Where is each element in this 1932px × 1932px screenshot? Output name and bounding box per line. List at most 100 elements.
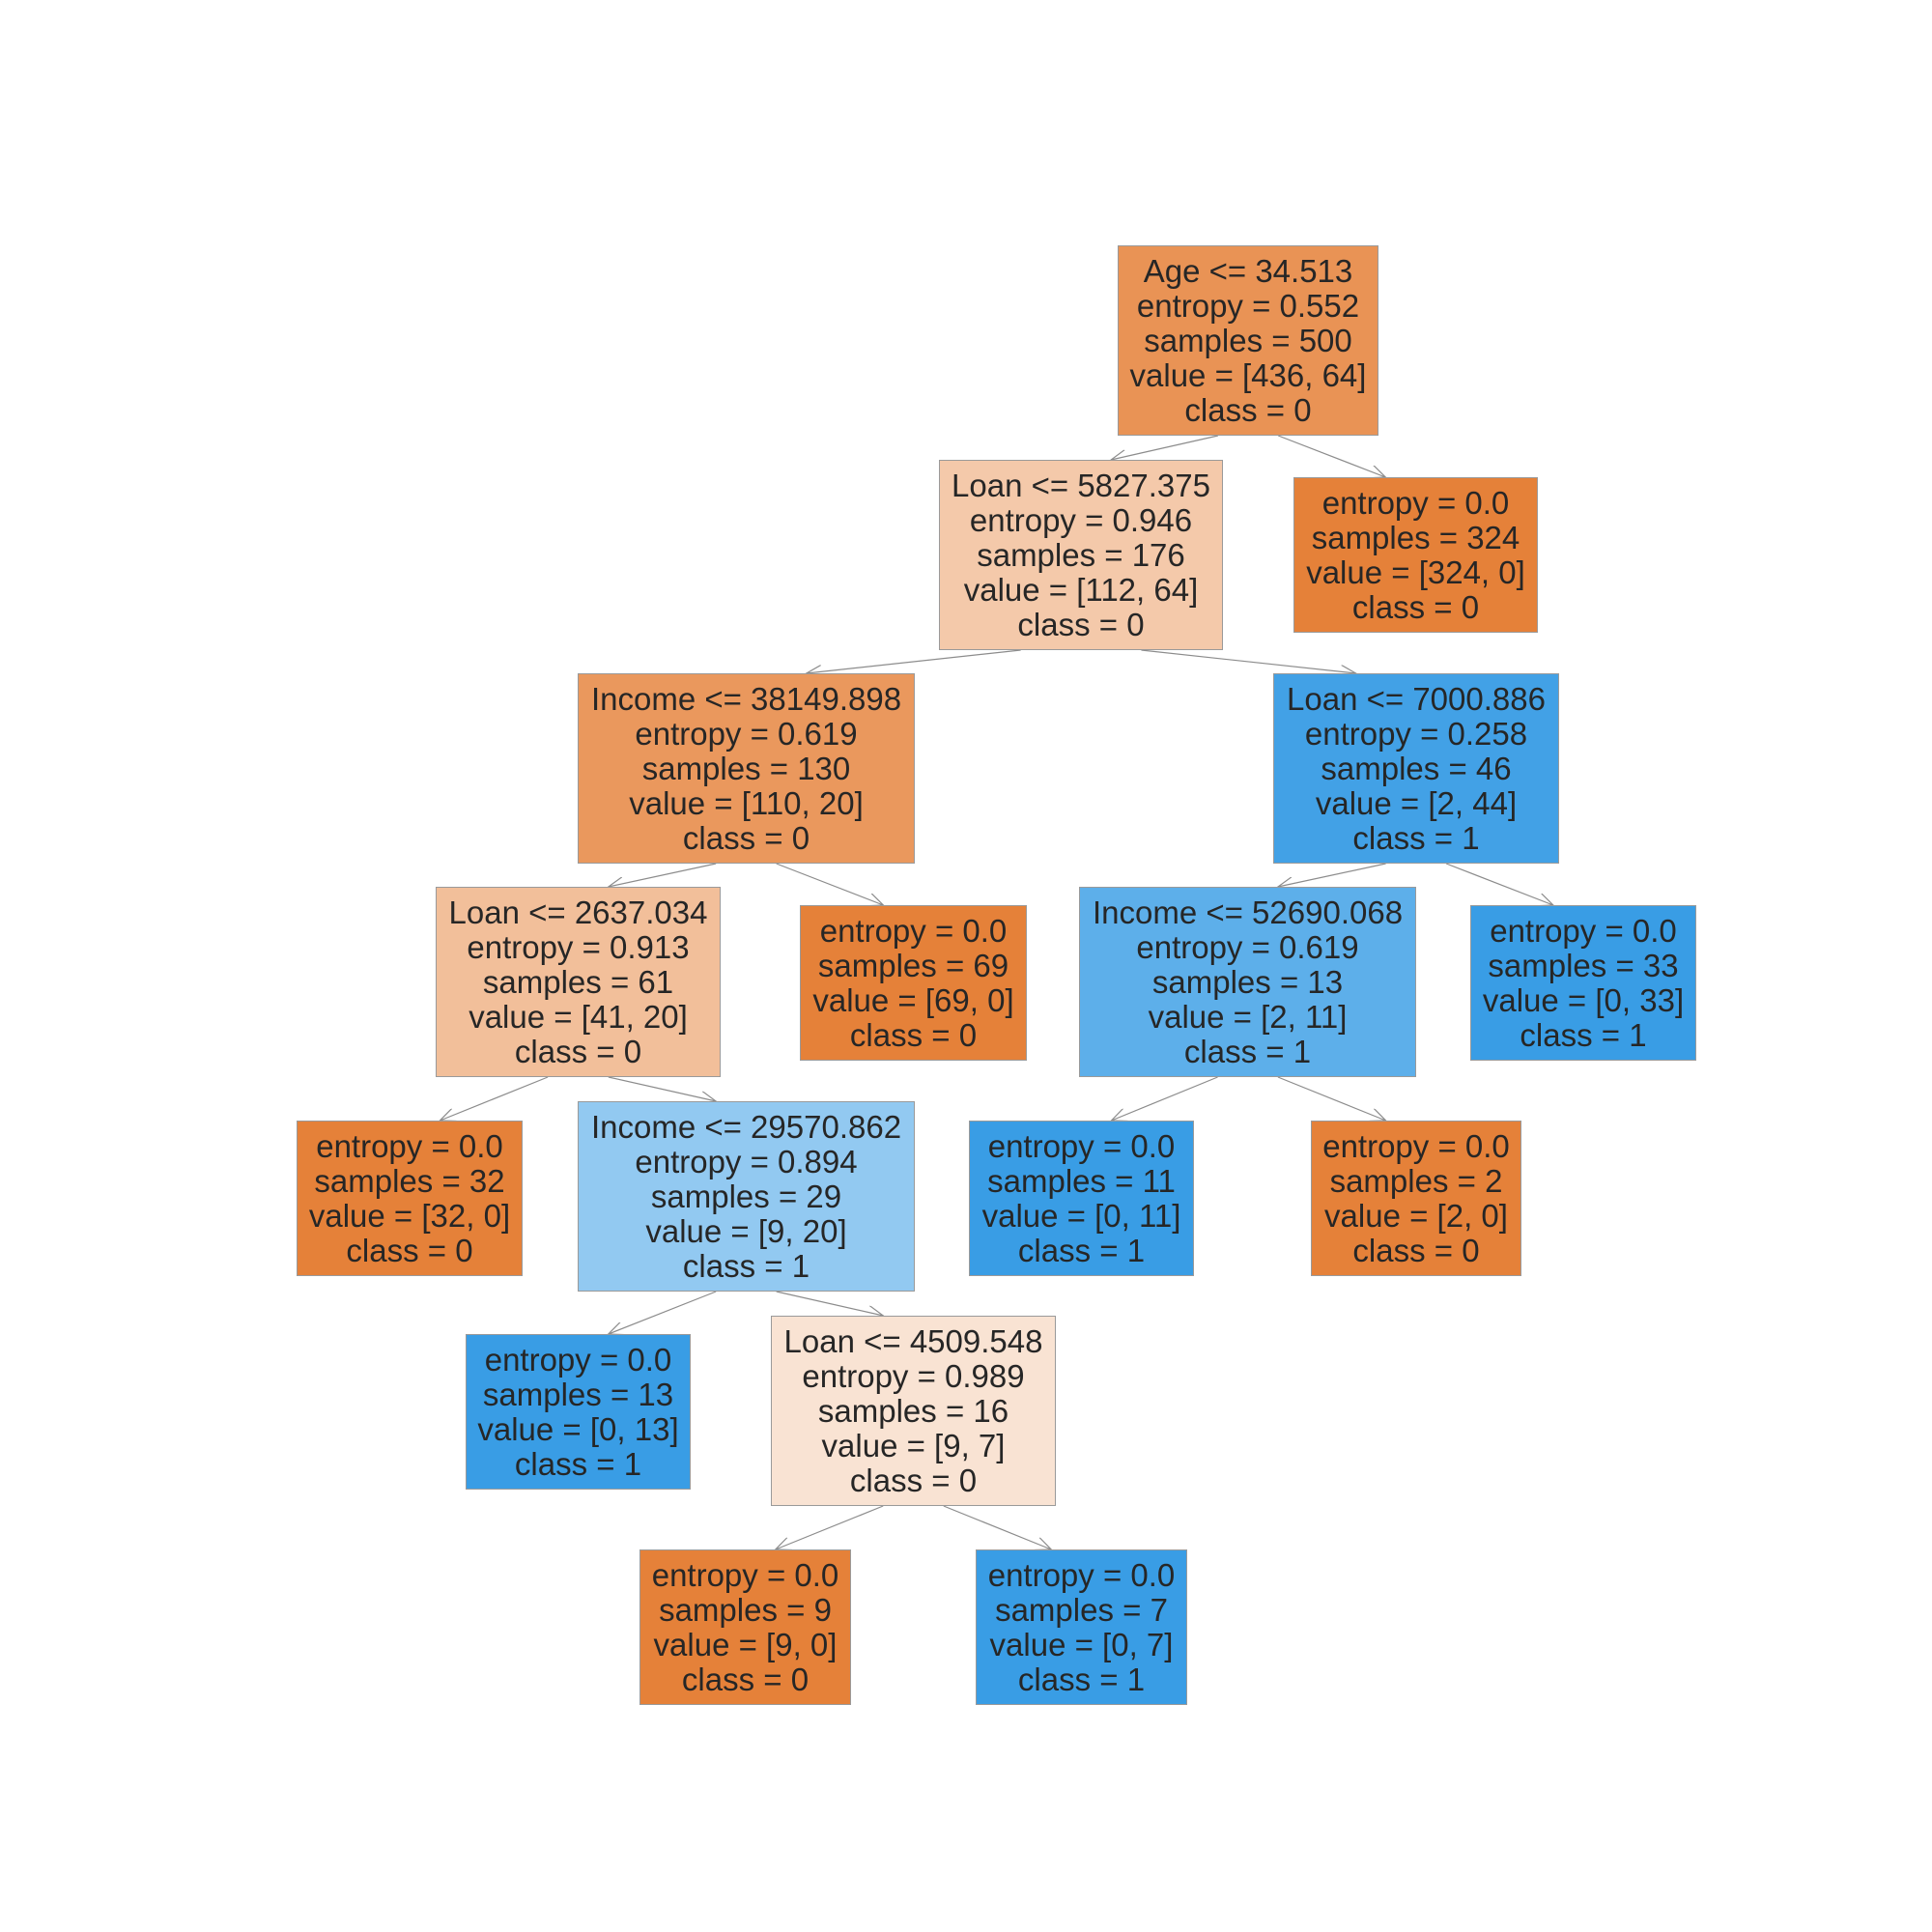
node-text-line: Loan <= 7000.886	[1287, 680, 1546, 717]
node-text-line: class = 1	[682, 1247, 810, 1284]
node-text-line: samples = 16	[817, 1392, 1009, 1429]
node-text-line: class = 0	[849, 1462, 978, 1498]
node-text-line: class = 1	[1183, 1033, 1312, 1069]
node-text-line: entropy = 0.0	[987, 1127, 1176, 1164]
node-text-line: samples = 11	[987, 1162, 1176, 1199]
edge-n10-n13	[609, 1291, 717, 1334]
node-text-line: class = 0	[682, 819, 810, 856]
node-text-line: Loan <= 4509.548	[783, 1322, 1043, 1359]
node-text-line: value = [2, 0]	[1324, 1197, 1508, 1234]
node-text-line: value = [112, 64]	[963, 571, 1199, 608]
node-text-line: Age <= 34.513	[1143, 252, 1353, 289]
node-text-line: samples = 9	[659, 1591, 832, 1628]
node-text-line: value = [41, 20]	[469, 998, 688, 1035]
node-text-line: entropy = 0.0	[484, 1341, 672, 1378]
node-text-line: value = [9, 0]	[653, 1626, 838, 1662]
edge-n5-n9	[440, 1076, 549, 1121]
node-text-line: entropy = 0.619	[1136, 928, 1359, 965]
node-text-line: samples = 13	[1151, 963, 1344, 1000]
node-text-line: value = [2, 44]	[1315, 784, 1518, 821]
edge-n7-n11	[1111, 1076, 1218, 1121]
edge-n5-n10	[608, 1076, 716, 1101]
node-text-line: samples = 500	[1144, 322, 1352, 358]
edge-n3-n5	[609, 863, 717, 887]
node-text-line: entropy = 0.946	[969, 501, 1193, 538]
node-text-line: value = [0, 33]	[1482, 981, 1685, 1018]
node-text-line: value = [69, 0]	[812, 981, 1014, 1018]
edge-n0-n1	[1111, 435, 1218, 460]
node-text-line: Income <= 52690.068	[1092, 894, 1404, 930]
node-text-line: value = [2, 11]	[1148, 998, 1348, 1035]
node-text-line: class = 0	[1184, 391, 1312, 428]
node-text-line: samples = 32	[314, 1162, 505, 1199]
node-text-line: class = 0	[1352, 1232, 1480, 1268]
node-text-line: class = 1	[1017, 1232, 1146, 1268]
node-text-line: Loan <= 5827.375	[952, 467, 1210, 503]
node-text-line: value = [0, 13]	[477, 1410, 679, 1447]
node-text-line: samples = 13	[482, 1376, 674, 1412]
node-text-line: entropy = 0.989	[802, 1357, 1025, 1394]
node-text-line: class = 0	[514, 1033, 642, 1069]
node-text-line: value = [0, 11]	[981, 1197, 1181, 1234]
node-text-line: samples = 61	[482, 963, 674, 1000]
node-text-line: samples = 176	[977, 536, 1185, 573]
edge-n1-n3	[807, 649, 1021, 673]
node-text-line: value = [436, 64]	[1129, 356, 1367, 393]
edge-n10-n14	[776, 1291, 884, 1316]
node-text-line: class = 0	[346, 1232, 473, 1268]
node-text-line: Income <= 29570.862	[590, 1108, 902, 1145]
node-text-line: Loan <= 2637.034	[448, 894, 708, 930]
node-text-line: value = [0, 7]	[989, 1626, 1174, 1662]
node-text-line: samples = 33	[1488, 947, 1679, 983]
node-text-line: entropy = 0.0	[1490, 912, 1677, 949]
node-text-line: class = 1	[514, 1445, 642, 1482]
edge-n4-n8	[1445, 863, 1553, 905]
node-text-line: entropy = 0.258	[1304, 715, 1528, 752]
edge-n14-n16	[943, 1505, 1051, 1549]
node-text-line: entropy = 0.0	[987, 1556, 1176, 1593]
node-text-line: samples = 29	[650, 1178, 842, 1214]
node-text-line: samples = 324	[1311, 519, 1520, 555]
node-text-line: entropy = 0.0	[651, 1556, 839, 1593]
node-text-line: samples = 2	[1329, 1162, 1503, 1199]
node-text-line: class = 1	[1520, 1016, 1647, 1053]
edge-n0-n2	[1278, 435, 1385, 477]
node-text-line: class = 1	[1017, 1661, 1146, 1697]
node-text-line: class = 1	[1352, 819, 1480, 856]
node-text-line: value = [9, 7]	[821, 1427, 1006, 1463]
node-text-line: entropy = 0.0	[1321, 484, 1510, 521]
node-text-line: class = 0	[1017, 606, 1145, 642]
node-text-line: value = [110, 20]	[629, 784, 864, 821]
edge-n4-n7	[1278, 863, 1386, 887]
node-text-line: entropy = 0.913	[467, 928, 690, 965]
node-text-line: entropy = 0.0	[819, 912, 1008, 949]
edge-n7-n12	[1277, 1076, 1386, 1121]
node-text-line: samples = 46	[1321, 750, 1512, 786]
edge-n1-n4	[1141, 649, 1355, 673]
edge-n3-n6	[776, 863, 884, 905]
node-text-line: Income <= 38149.898	[590, 680, 902, 717]
node-text-line: entropy = 0.552	[1136, 287, 1360, 324]
node-text-line: entropy = 0.619	[635, 715, 858, 752]
node-text-line: entropy = 0.894	[635, 1143, 858, 1179]
node-text-line: entropy = 0.0	[316, 1127, 503, 1164]
node-text-line: value = [324, 0]	[1306, 554, 1525, 590]
